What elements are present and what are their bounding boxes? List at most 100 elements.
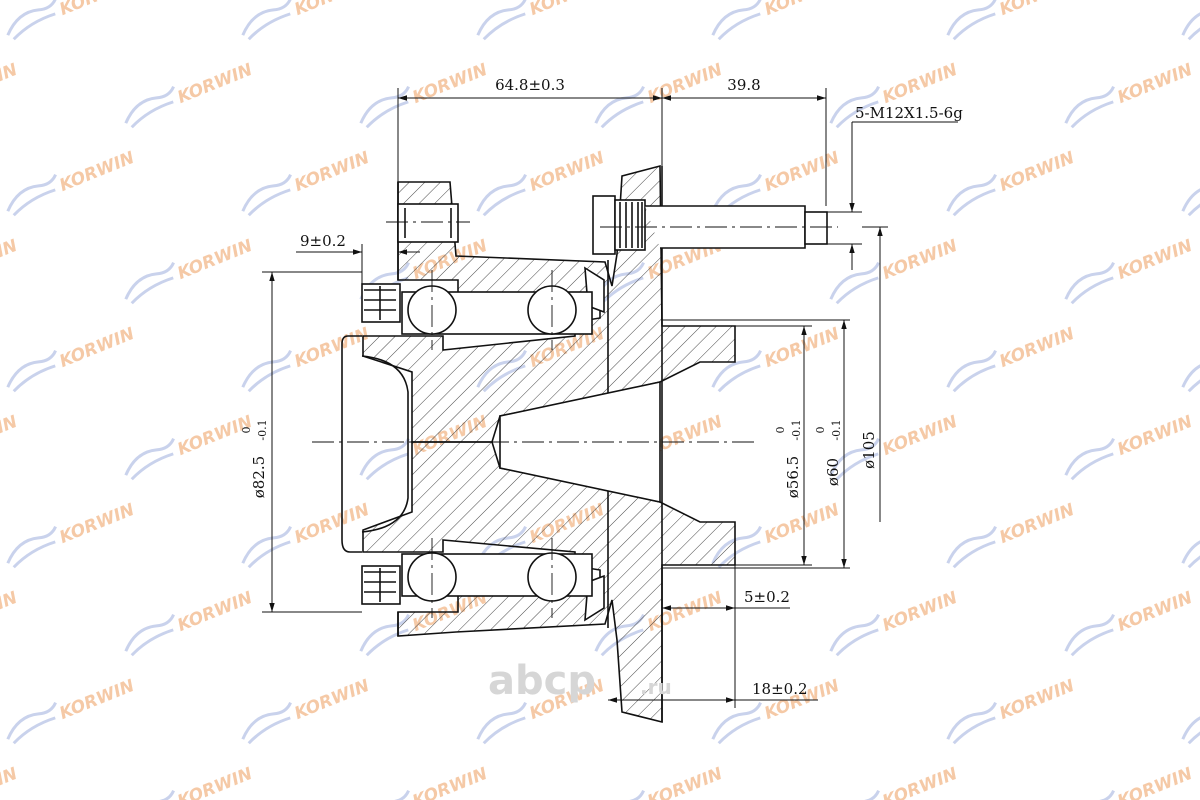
watermark-text: KORWIN [762,500,843,548]
korwin-logo-tile: KORWIN [1181,701,1200,745]
korwin-logo-tile: KORWIN [476,148,607,217]
car-swoosh-icon [829,789,880,800]
dim-dia-60-zero: 0 [814,427,827,434]
watermark-text: KORWIN [645,60,726,108]
hub-lower-section [362,441,736,724]
watermark-text: KORWIN [0,412,20,460]
korwin-logo-tile: KORWIN [1064,236,1195,305]
korwin-logo-tile: KORWIN [359,764,490,800]
korwin-logo-tile: KORWIN [594,60,726,129]
car-swoosh-icon [241,701,292,745]
korwin-logo-tile: KORWIN [946,500,1077,569]
dim-dia-60: ø60 [824,458,842,486]
watermark-text: KORWIN [1115,588,1196,636]
dim-thread-spec: 5-M12X1.5-6g [855,104,963,122]
car-swoosh-icon [6,525,57,569]
watermark-text: KORWIN [0,764,20,800]
car-swoosh-icon [1064,613,1115,657]
korwin-logo-tile: KORWIN [6,324,137,393]
korwin-logo-tile: KORWIN [829,764,961,800]
watermark-text: KORWIN [1115,764,1196,800]
watermark-text: KORWIN [762,324,843,372]
dim-dia-60-tolerance: -0.1 [830,419,843,440]
dim-dia-82-group: ø82.5 -0.1 0 [240,419,269,498]
watermark-text: KORWIN [997,324,1078,372]
pilot-inner-outline [361,355,409,533]
dim-dia-82-tolerance: -0.1 [256,419,269,440]
dim-dia-60-group: ø60 -0.1 0 [814,419,843,486]
korwin-logo-tile: KORWIN [241,324,373,393]
car-swoosh-icon [946,525,997,569]
stud-thread [804,211,828,245]
korwin-logo-tile: KORWIN [6,500,137,569]
watermark-text: KORWIN [57,676,138,724]
korwin-logo-tile: KORWIN [0,236,20,284]
car-swoosh-icon [1181,701,1200,745]
car-swoosh-icon [1181,525,1200,569]
car-swoosh-icon [476,701,527,745]
car-swoosh-icon [124,261,175,305]
car-swoosh-icon [6,173,57,217]
car-swoosh-icon [1181,349,1200,393]
watermark-text: KORWIN [997,148,1078,196]
korwin-logo-tile: KORWIN [6,148,138,217]
stamp-suffix-text: .ru [640,675,672,699]
korwin-logo-tile: KORWIN [124,412,256,481]
watermark-text: KORWIN [762,148,843,196]
korwin-logo-tile: KORWIN [124,236,255,305]
watermark-text: KORWIN [57,0,138,20]
watermark-text: KORWIN [292,676,373,724]
watermark-text: KORWIN [57,148,138,196]
car-swoosh-icon [359,85,410,129]
car-swoosh-icon [1064,789,1115,800]
korwin-logo-tile: KORWIN [124,60,255,129]
bolt-hole [397,203,459,243]
korwin-logo-tile: KORWIN [1064,764,1196,800]
car-swoosh-icon [711,0,762,41]
korwin-logo-tile: KORWIN [711,0,843,41]
car-swoosh-icon [946,173,997,217]
dim-flange-thickness: 18±0.2 [752,680,808,698]
car-swoosh-icon [359,789,410,800]
hub-bore [499,381,661,503]
dim-pilot-depth: 5±0.2 [744,588,790,606]
dim-dia-105-group: ø105 [860,431,878,469]
car-swoosh-icon [594,85,645,129]
watermark-text: KORWIN [997,676,1078,724]
dim-dia-56: ø56.5 [784,456,802,498]
watermark-text: KORWIN [292,324,373,372]
watermark-text: KORWIN [880,764,961,800]
korwin-logo-tile: KORWIN [829,412,960,481]
watermark-text: KORWIN [292,148,373,196]
car-swoosh-icon [241,173,292,217]
watermark-text: KORWIN [292,0,373,20]
car-swoosh-icon [124,613,175,657]
korwin-logo-tile: KORWIN [1181,349,1200,393]
car-swoosh-icon [829,613,880,657]
stamp-main-text: abcp [488,658,596,704]
dimension-labels: 64.8±0.3 39.8 5-M12X1.5-6g 9±0.2 ø82.5 -… [240,76,963,698]
korwin-logo-tile: KORWIN [241,0,373,41]
center-lines [312,221,838,618]
korwin-logo-tile: KORWIN [241,500,372,569]
car-swoosh-icon [1064,437,1115,481]
watermark-text: KORWIN [762,0,843,20]
korwin-logo-tile: KORWIN [946,0,1078,41]
watermark-text: KORWIN [410,60,491,108]
car-swoosh-icon [6,0,57,41]
watermark-text: KORWIN [0,60,20,108]
car-swoosh-icon [829,437,880,481]
car-swoosh-icon [6,701,57,745]
korwin-logo-tile: KORWIN [1181,173,1200,217]
car-swoosh-icon [241,525,292,569]
korwin-logo-tile: KORWIN [1181,525,1200,569]
watermark-text: KORWIN [997,0,1078,20]
korwin-logo-tile: KORWIN [0,60,20,108]
car-swoosh-icon [124,789,175,800]
dim-dia-82: ø82.5 [250,456,268,498]
car-swoosh-icon [1064,85,1115,129]
watermark-text: KORWIN [175,412,256,460]
car-swoosh-icon [1064,261,1115,305]
korwin-logo-tile: KORWIN [1064,60,1195,129]
